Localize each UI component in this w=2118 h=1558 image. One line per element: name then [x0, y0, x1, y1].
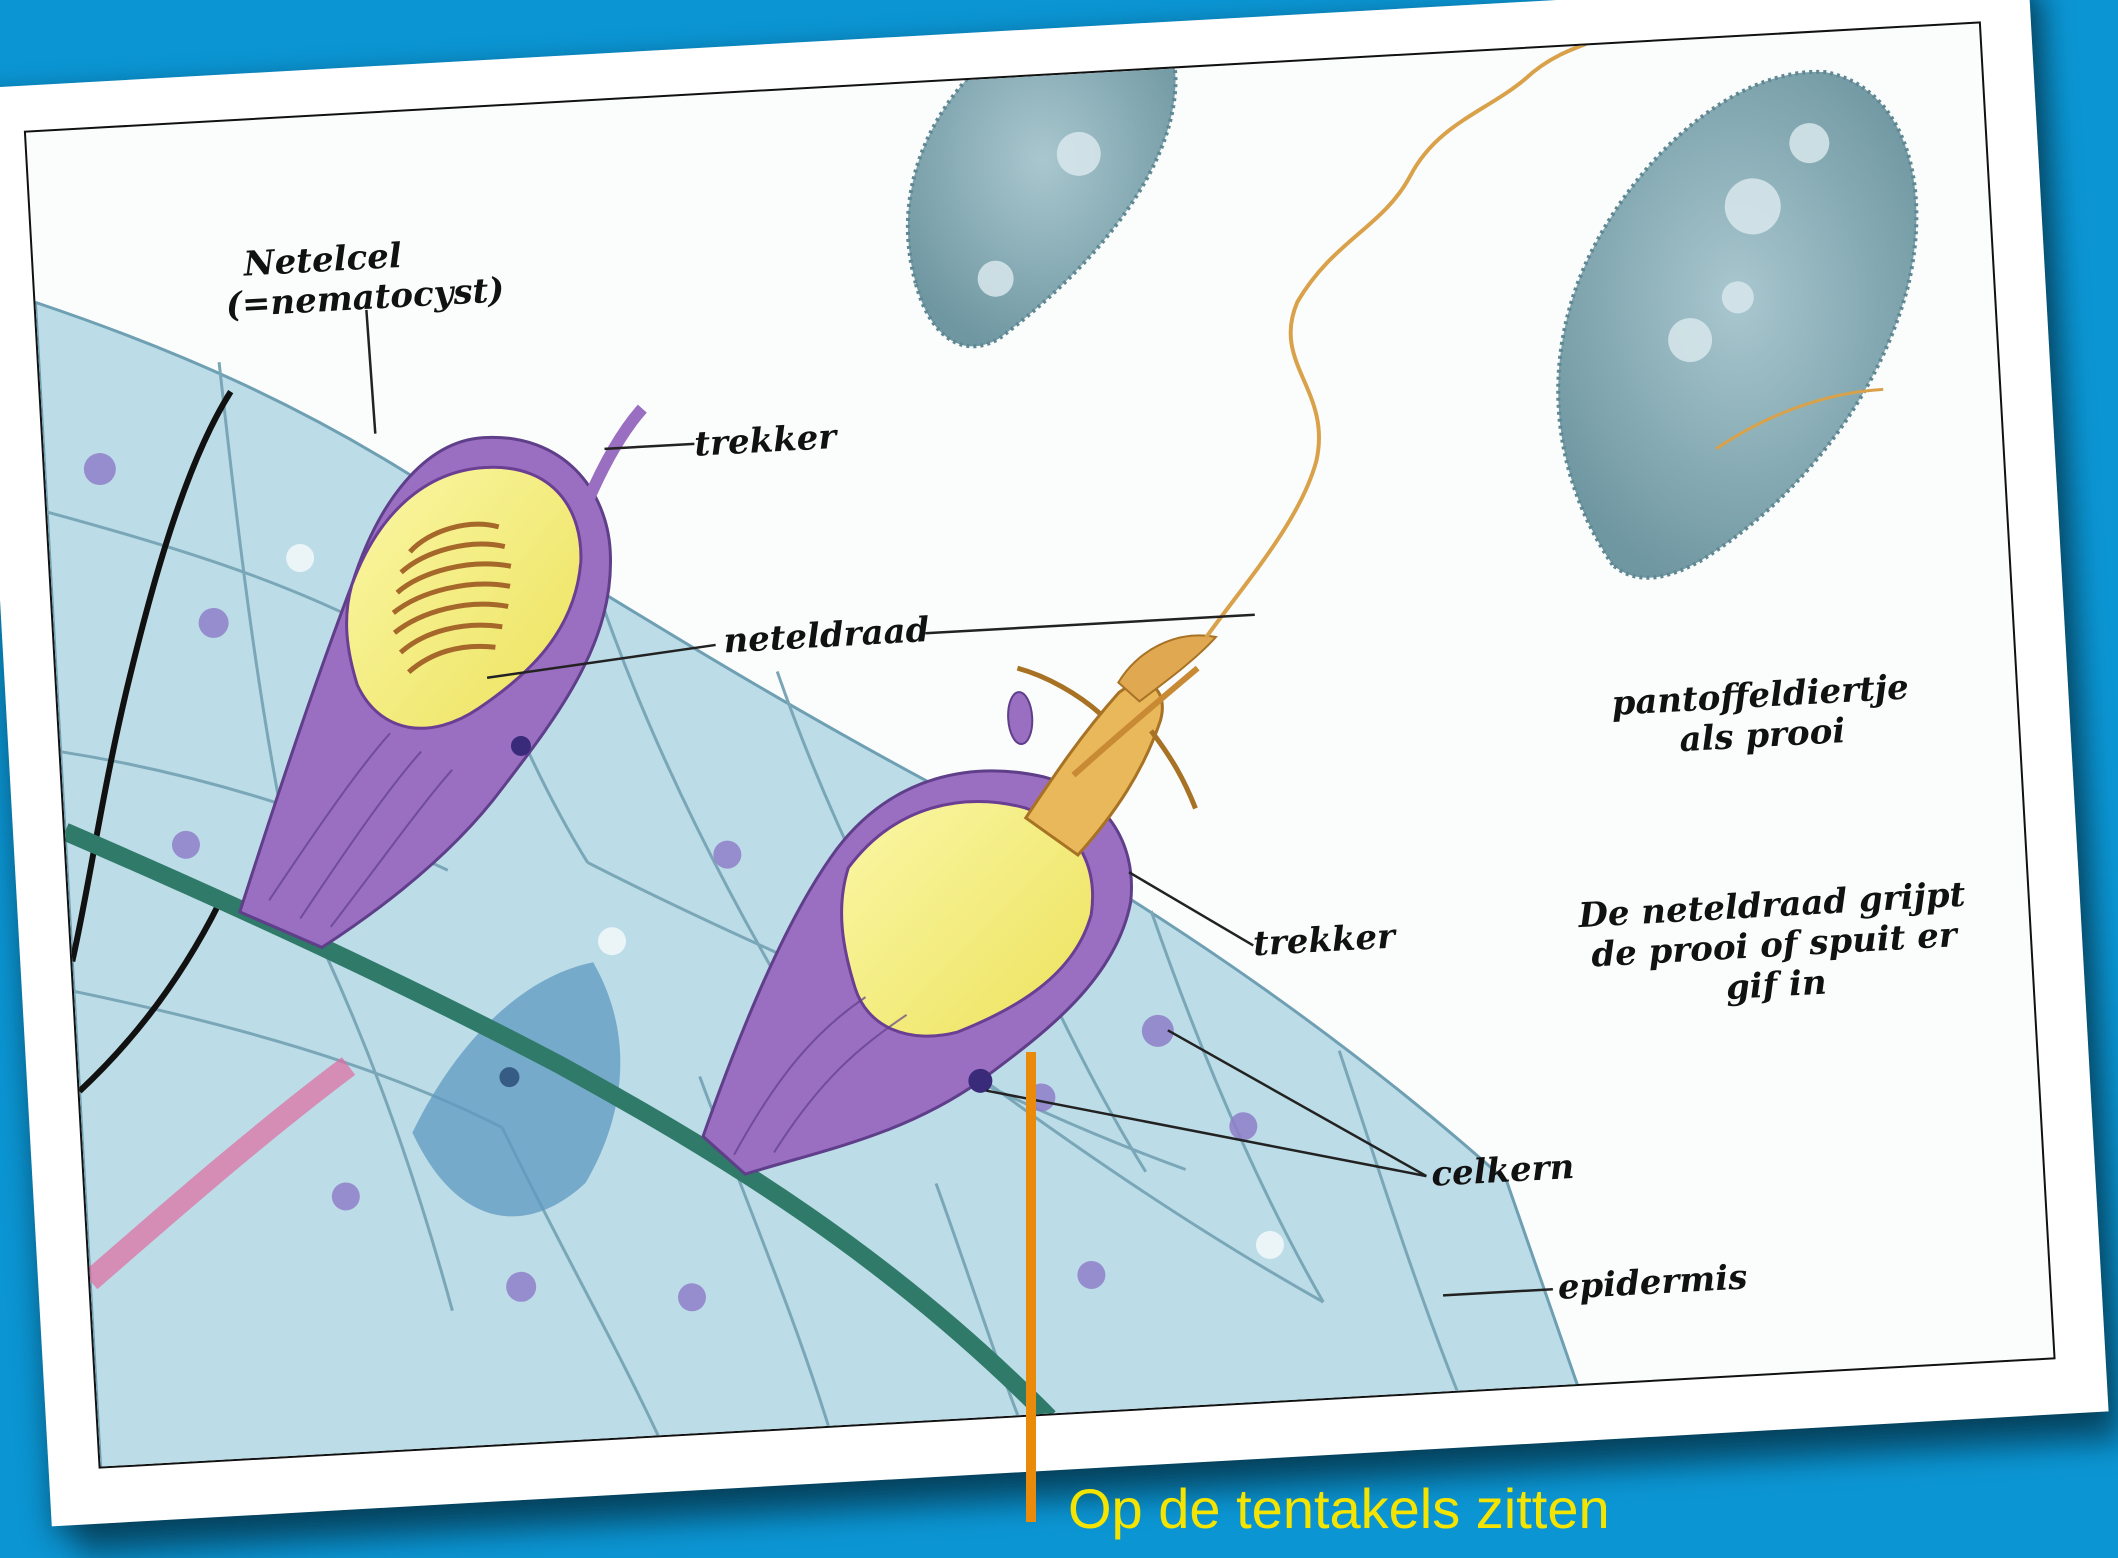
label-celkern: celkern	[1430, 1148, 1575, 1194]
paramecium-prey	[896, 23, 1936, 618]
label-trekker-bottom: trekker	[1252, 918, 1396, 964]
stage: Netelcel (=nematocyst) trekker neteldraa…	[0, 0, 2118, 1513]
caption-pointer-line	[1026, 1052, 1036, 1522]
diagram-panel: Netelcel (=nematocyst) trekker neteldraa…	[24, 21, 2056, 1468]
label-trekker-top: trekker	[693, 418, 837, 464]
illustration-card: Netelcel (=nematocyst) trekker neteldraa…	[0, 0, 2109, 1526]
caption-text: Op de tentakels zitten	[1068, 1476, 1610, 1541]
